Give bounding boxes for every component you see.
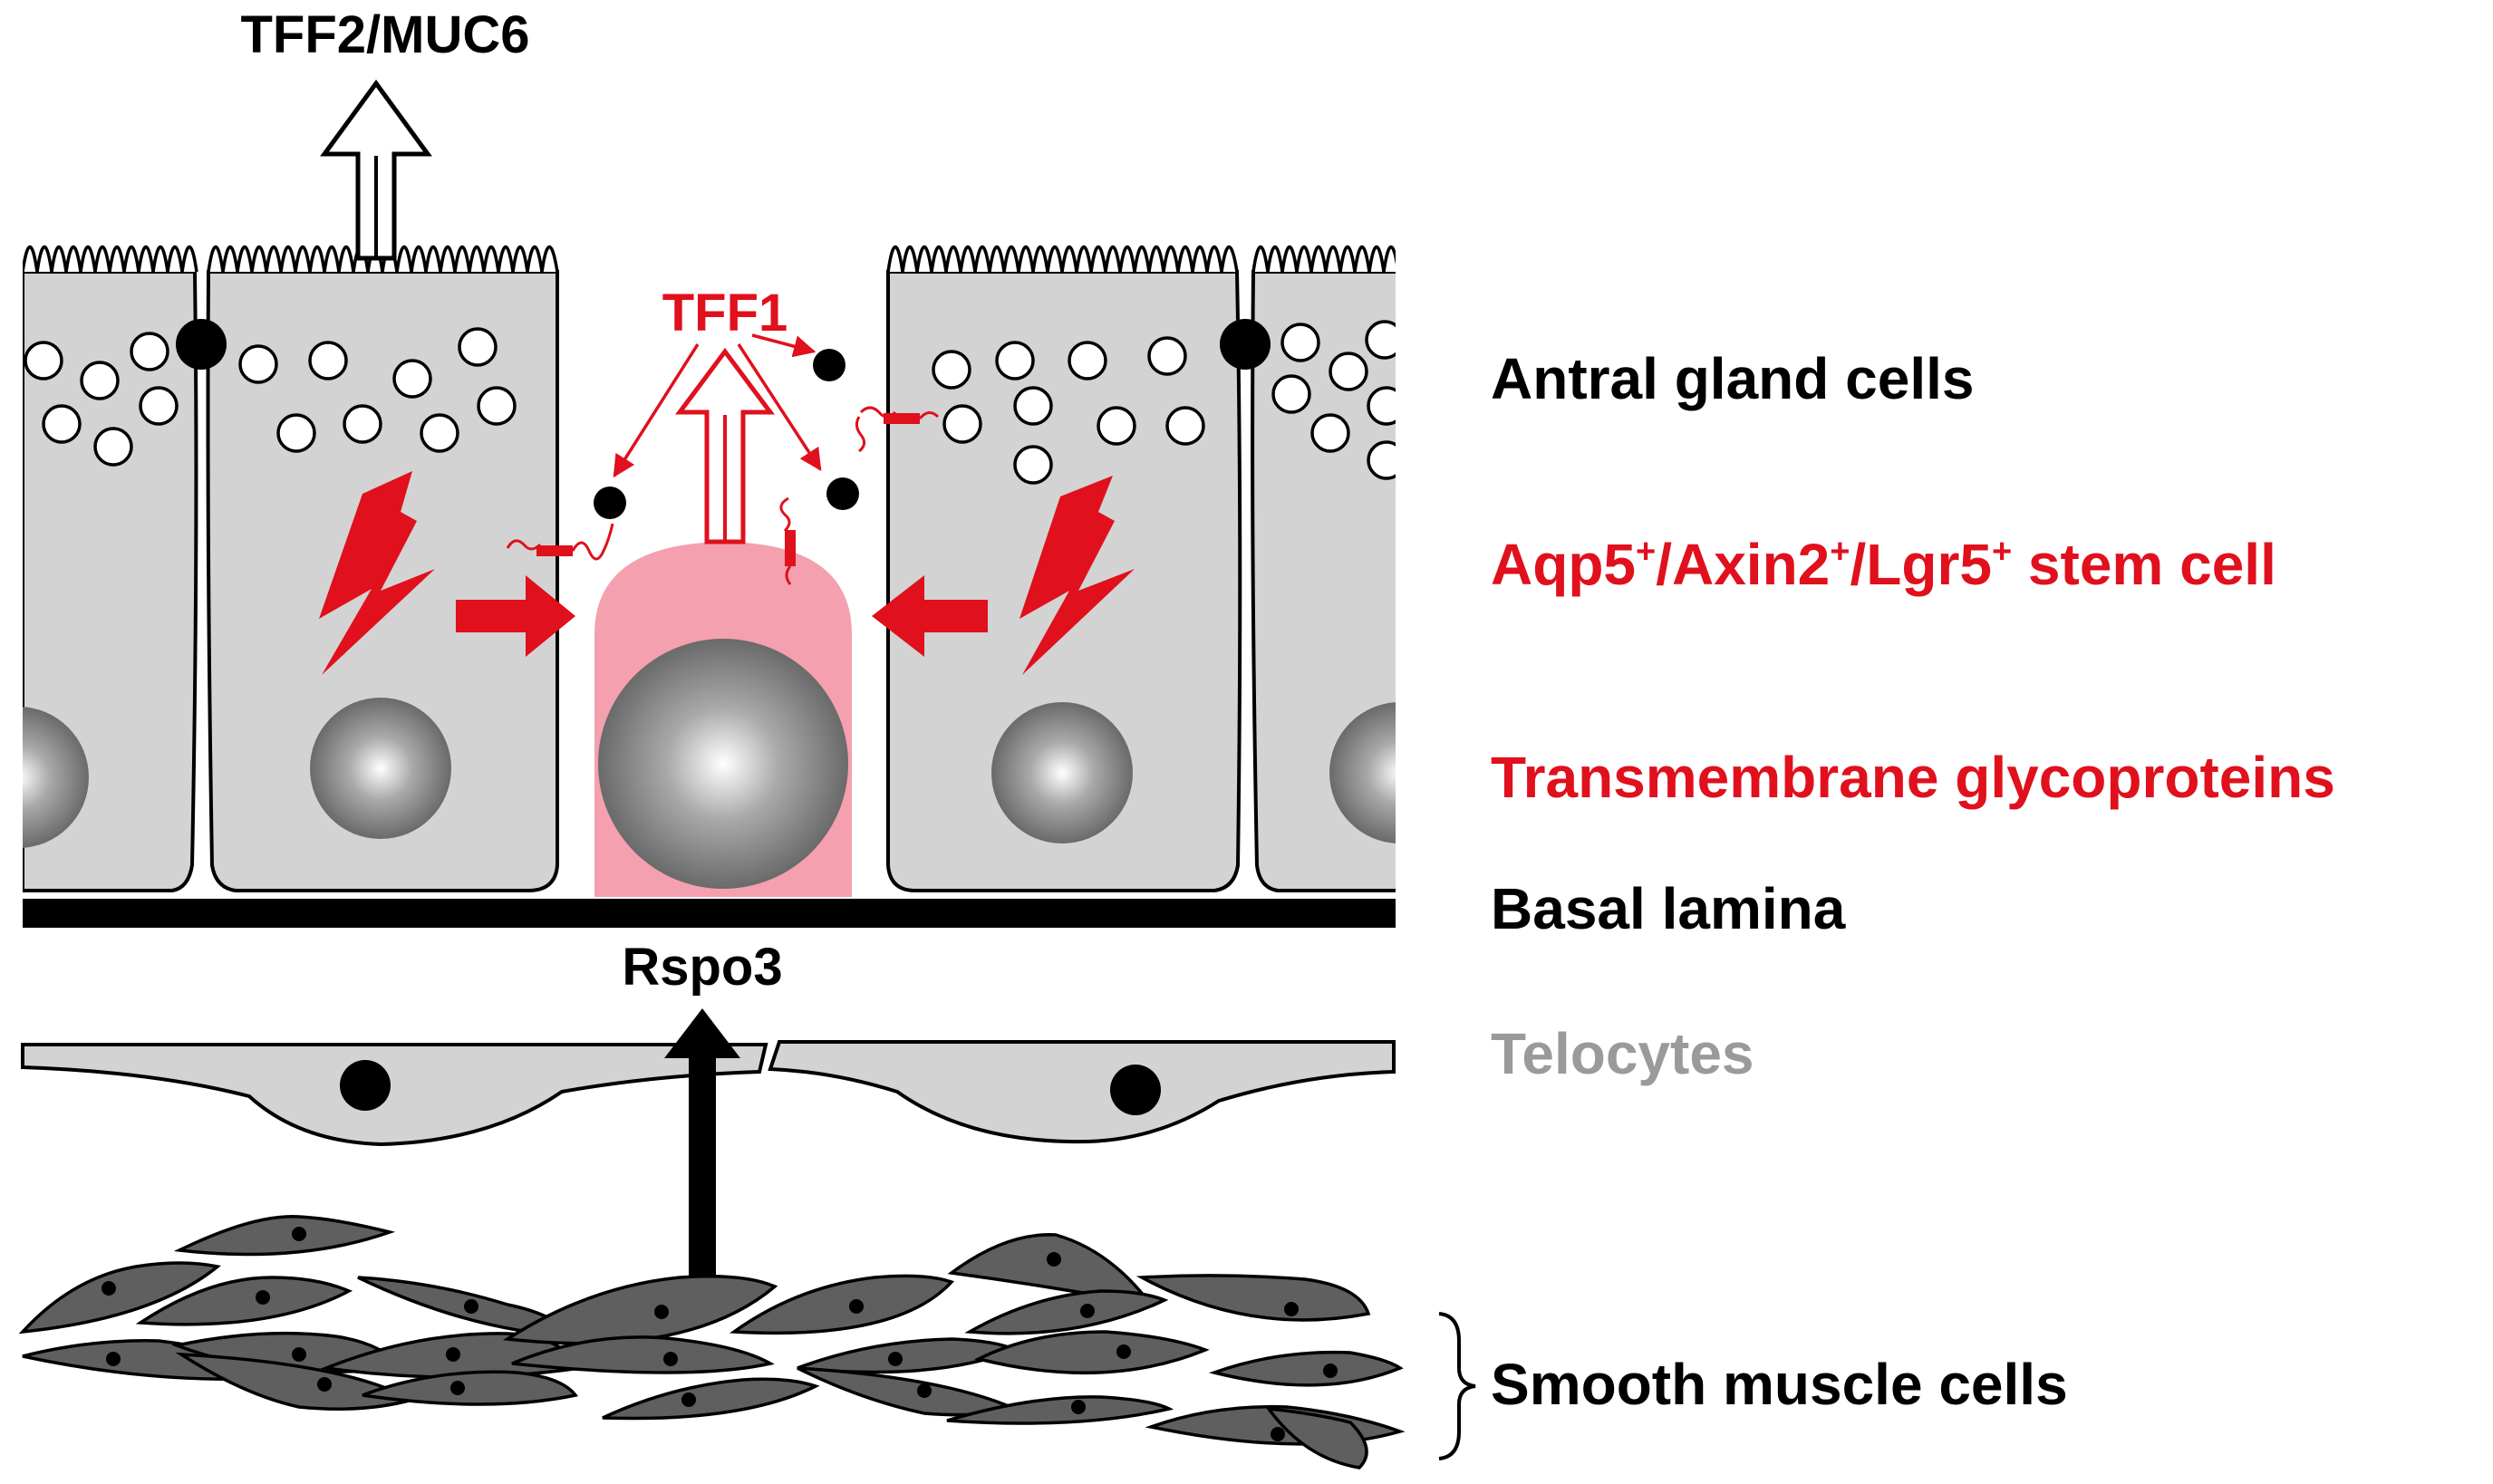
secretory-granules — [24, 320, 1396, 485]
tff1-ligand-3 — [826, 477, 859, 510]
smooth-muscle-cells-label: Smooth muscle cells — [1491, 1352, 2068, 1417]
nucleus-cell-4 — [991, 702, 1133, 843]
lightning-bolt-left — [319, 471, 435, 675]
tff1-arrow-3 — [737, 343, 822, 472]
tff2-muc6-label: TFF2/MUC6 — [241, 5, 530, 64]
basal-lamina-label: Basal lamina — [1491, 876, 1846, 941]
transmembrane-glycoprotein-3 — [855, 406, 940, 453]
stem-cell-nucleus — [598, 639, 848, 889]
smooth-muscle-cells — [18, 1215, 1406, 1470]
lightning-bolt-right — [1019, 476, 1135, 675]
antral-gland-cells-label: Antral gland cells — [1491, 346, 1974, 411]
aqp5-axin2-lgr5-stem-cell — [594, 542, 852, 897]
microvilli-cell-2 — [207, 246, 559, 273]
telocytes-label: Telocytes — [1491, 1021, 1754, 1086]
tff1-ligand-2 — [813, 349, 845, 381]
telocytes — [21, 1040, 1396, 1147]
nucleus-cell-2 — [310, 698, 451, 839]
tff1-label: TFF1 — [662, 284, 788, 342]
tight-junction-left — [176, 319, 227, 370]
telocyte-left — [21, 1043, 768, 1147]
microvilli-left — [23, 246, 198, 273]
transmembrane-glycoproteins-label: Transmembrane glycoproteins — [1491, 745, 2335, 810]
stem-cell-label: Aqp5+/Axin2+/Lgr5+ stem cell — [1491, 532, 2276, 597]
microvilli-cell-4 — [886, 246, 1239, 273]
tff1-signaling — [319, 333, 1135, 675]
rspo3-label: Rspo3 — [622, 938, 782, 997]
basal-lamina-bar — [23, 899, 1396, 928]
telocyte-nucleus-left — [340, 1060, 391, 1111]
telocyte-nucleus-right — [1110, 1065, 1161, 1115]
microvilli-right — [1251, 246, 1396, 273]
smooth-muscle-bracket — [1438, 1312, 1476, 1460]
tff1-ligand-1 — [594, 487, 626, 519]
nucleus-left-edge — [23, 707, 89, 848]
smooth-muscle-nuclei — [101, 1227, 1338, 1441]
rspo3-arrow — [664, 1008, 740, 1277]
telocyte-right — [768, 1040, 1396, 1144]
tff1-arrow-1 — [613, 343, 700, 478]
tight-junction-right — [1220, 319, 1271, 370]
tff1-arrow-2 — [751, 333, 817, 358]
niche-arrow-left — [456, 575, 575, 657]
transmembrane-glycoprotein-1 — [506, 523, 614, 561]
niche-arrow-right — [872, 575, 988, 657]
nucleus-right-edge — [1329, 702, 1396, 843]
transmembrane-glycoprotein-2 — [779, 496, 796, 585]
